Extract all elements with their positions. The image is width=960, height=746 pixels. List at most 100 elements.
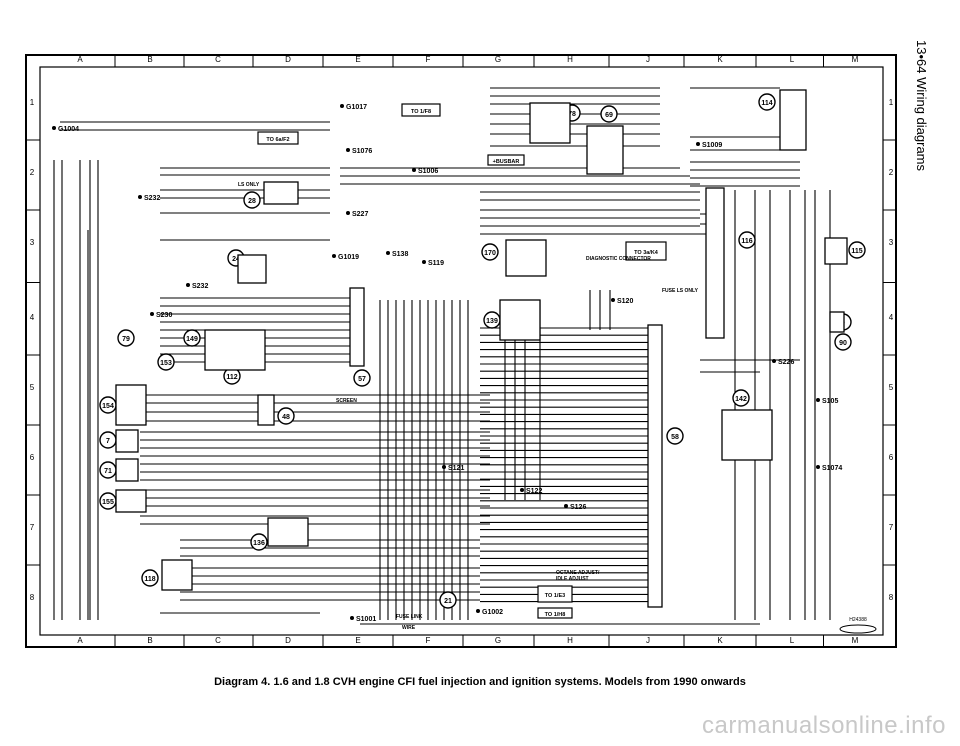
module-box-136	[267, 517, 309, 547]
component-58: 58	[666, 427, 684, 445]
splice-dot-S1009	[696, 142, 700, 146]
component-90: 90	[834, 333, 852, 351]
splice-dot-S1001	[350, 616, 354, 620]
grid-col-C-bottom: C	[215, 636, 221, 645]
grid-col-H-bottom: H	[567, 636, 573, 645]
component-170: 170	[481, 243, 499, 261]
splice-label-S138: S138	[392, 251, 408, 258]
module-box-118	[161, 559, 193, 591]
grid-col-A-bottom: A	[77, 636, 83, 645]
svg-text:21: 21	[444, 598, 452, 605]
component-48: 48	[277, 407, 295, 425]
drawing-ref: H24388	[849, 617, 867, 623]
grid-row-3-right: 3	[889, 238, 894, 247]
splice-label-S227: S227	[352, 211, 368, 218]
grid-row-2-left: 2	[30, 168, 35, 177]
label-box-to_1f8: TO 1/F8	[401, 103, 441, 117]
splice-label-S1006: S1006	[418, 168, 438, 175]
splice-dot-S1076	[346, 148, 350, 152]
relay-box-69	[586, 125, 624, 175]
grid-col-J-bottom: J	[646, 636, 650, 645]
module-box-24	[237, 254, 267, 284]
splice-label-S1076: S1076	[352, 148, 372, 155]
splice-label-S122: S122	[526, 488, 542, 495]
module-box-115	[824, 237, 848, 265]
splice-label-S105: S105	[822, 398, 838, 405]
grid-row-2-right: 2	[889, 168, 894, 177]
label-fuse_link: FUSE LINK	[396, 614, 423, 620]
diagram-caption: Diagram 4. 1.6 and 1.8 CVH engine CFI fu…	[214, 676, 746, 688]
splice-dot-S1006	[412, 168, 416, 172]
component-149: 149	[183, 329, 201, 347]
grid-col-E-top: E	[355, 55, 360, 64]
grid-col-B-top: B	[147, 55, 152, 64]
grid-col-L-top: L	[790, 55, 795, 64]
label-box-to_3a_k4: TO 3a/K4	[625, 241, 667, 261]
component-28: 28	[243, 191, 261, 209]
side-heading: 13•64 Wiring diagrams	[903, 30, 943, 250]
svg-text:TO 6a/F2: TO 6a/F2	[266, 137, 289, 143]
splice-label-G1002: G1002	[482, 609, 503, 616]
grid-col-L-bottom: L	[790, 636, 795, 645]
svg-text:57: 57	[358, 376, 366, 383]
splice-dot-S230	[150, 312, 154, 316]
grid-col-C-top: C	[215, 55, 221, 64]
splice-label-S126: S126	[570, 504, 586, 511]
svg-text:153: 153	[160, 360, 172, 367]
connector-block-57	[349, 287, 365, 367]
grid-row-8-left: 8	[30, 593, 35, 602]
svg-text:TO 3a/K4: TO 3a/K4	[634, 250, 659, 256]
component-114: 114	[758, 93, 776, 111]
splice-label-S1009: S1009	[702, 142, 722, 149]
svg-text:28: 28	[248, 198, 256, 205]
component-155: 155	[99, 492, 117, 510]
splice-label-S226: S226	[778, 359, 794, 366]
switch-box-114	[779, 89, 807, 151]
splice-label-G1017: G1017	[346, 104, 367, 111]
grid-row-6-right: 6	[889, 453, 894, 462]
sensor-box-7	[115, 429, 139, 453]
grid-row-4-right: 4	[889, 313, 894, 322]
diagram-frame-outer	[25, 54, 897, 648]
ecu-connector	[647, 324, 663, 608]
splice-dot-G1002	[476, 609, 480, 613]
splice-dot-G1004	[52, 126, 56, 130]
grid-col-F-top: F	[426, 55, 431, 64]
grid-col-J-top: J	[646, 55, 650, 64]
publisher-logo	[839, 624, 877, 634]
component-7: 7	[99, 431, 117, 449]
splice-label-S1001: S1001	[356, 616, 376, 623]
splice-label-S232: S232	[144, 195, 160, 202]
splice-dot-G1017	[340, 104, 344, 108]
svg-text:118: 118	[144, 576, 155, 583]
splice-dot-S126	[564, 504, 568, 508]
module-box-28	[263, 181, 299, 205]
relay-box-142	[721, 409, 773, 461]
grid-col-H-top: H	[567, 55, 573, 64]
grid-col-D-top: D	[285, 55, 291, 64]
svg-text:112: 112	[226, 374, 237, 381]
label-box-to_6a_f2: TO 6a/F2	[257, 131, 299, 145]
component-71: 71	[99, 461, 117, 479]
svg-text:149: 149	[186, 336, 198, 343]
grid-col-F-bottom: F	[426, 636, 431, 645]
splice-dot-S138	[386, 251, 390, 255]
component-136: 136	[250, 533, 268, 551]
svg-text:116: 116	[741, 238, 752, 245]
grid-col-K-bottom: K	[717, 636, 723, 645]
splice-dot-S232	[186, 283, 190, 287]
side-heading-svg: 13•64 Wiring diagrams	[914, 40, 929, 171]
component-153: 153	[157, 353, 175, 371]
watermark: carmanualsonline.info	[702, 712, 946, 739]
svg-text:142: 142	[735, 396, 747, 403]
svg-text:90: 90	[839, 340, 847, 347]
svg-text:TO 1/E3: TO 1/E3	[545, 593, 565, 599]
sensor-box-71	[115, 458, 139, 482]
grid-row-7-left: 7	[30, 523, 35, 532]
svg-text:155: 155	[102, 499, 114, 506]
module-box-170	[505, 239, 547, 277]
svg-text:115: 115	[851, 248, 862, 255]
